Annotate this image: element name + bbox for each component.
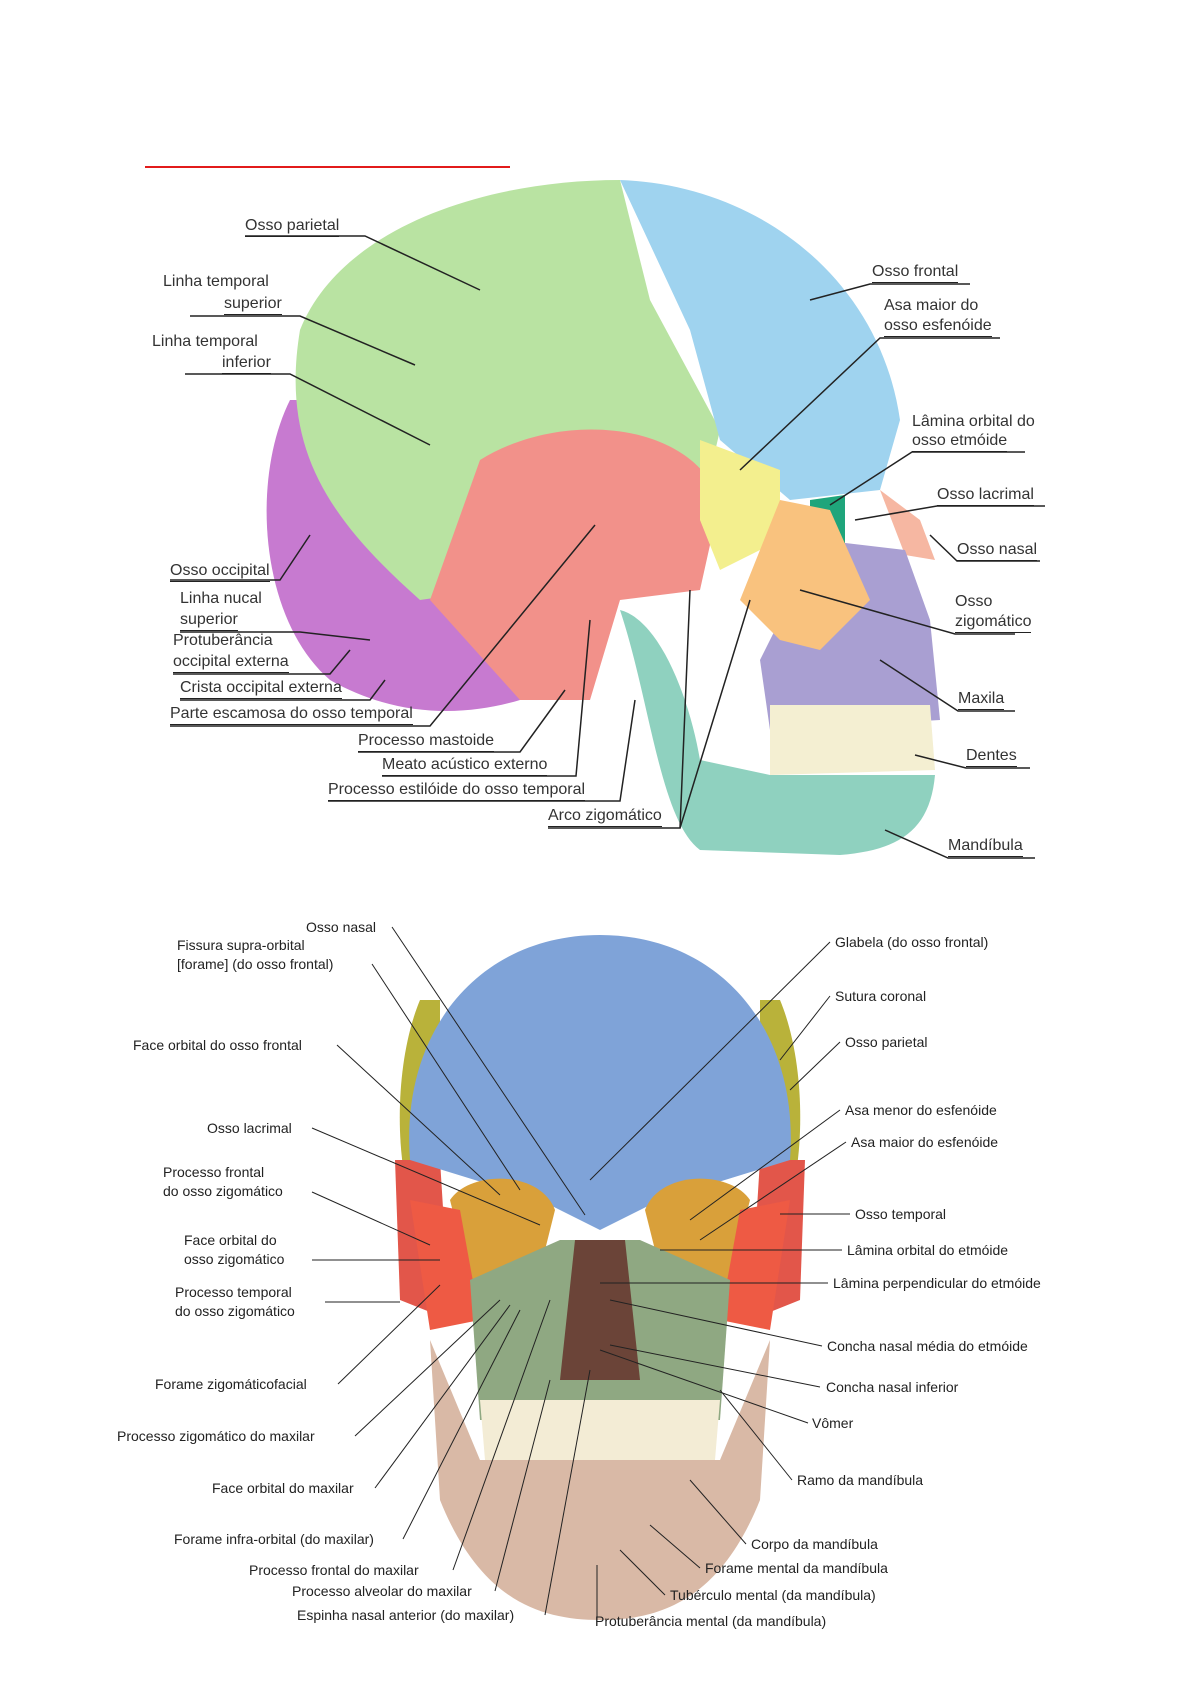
label-f-proc-zig-maxilar: Processo zigomático do maxilar: [117, 1428, 315, 1444]
label-f-face-orbital-maxilar: Face orbital do maxilar: [212, 1480, 354, 1496]
label-f-osso-temporal: Osso temporal: [855, 1206, 947, 1222]
label-f-proc-frontal-zig-1: Processo frontal: [163, 1164, 265, 1180]
label-mandibula: Mandíbula: [948, 836, 1023, 857]
label-processo-mastoide: Processo mastoide: [358, 731, 495, 752]
label-f-tuberculo-mental: Tubérculo mental (da mandíbula): [670, 1587, 876, 1603]
label-maxila: Maxila: [958, 689, 1005, 710]
lateral-skull-drawing: [266, 180, 940, 855]
label-linha-temporal-superior-1: Linha temporal: [163, 273, 269, 290]
label-f-proc-temporal-2: do osso zigomático: [175, 1303, 295, 1319]
label-f-fissura-2: [forame] (do osso frontal): [177, 956, 334, 972]
label-crista-occipital: Crista occipital externa: [180, 678, 342, 699]
label-f-lamina-orbital: Lâmina orbital do etmóide: [847, 1242, 1009, 1258]
label-f-ramo-mandibula: Ramo da mandíbula: [797, 1472, 924, 1488]
zygomatic-front-right: [720, 1200, 790, 1330]
label-f-osso-lacrimal: Osso lacrimal: [207, 1120, 292, 1136]
label-lamina-orbital-2: osso etmóide: [912, 431, 1008, 452]
label-f-sutura-coronal: Sutura coronal: [835, 988, 927, 1004]
label-f-osso-nasal: Osso nasal: [306, 919, 377, 935]
label-linha-nucal-2: superior: [180, 610, 238, 631]
label-asa-maior-1: Asa maior do: [884, 297, 979, 314]
label-f-glabela: Glabela (do osso frontal): [835, 934, 989, 950]
label-f-proc-frontal-zig-2: do osso zigomático: [163, 1183, 283, 1199]
label-protuberancia-2: occipital externa: [173, 652, 289, 673]
label-f-asa-menor: Asa menor do esfenóide: [845, 1102, 997, 1118]
label-f-proc-temporal-1: Processo temporal: [175, 1284, 292, 1300]
label-f-lamina-perpendicular: Lâmina perpendicular do etmóide: [833, 1275, 1041, 1291]
label-f-osso-parietal: Osso parietal: [845, 1034, 928, 1050]
label-f-fissura-1: Fissura supra-orbital: [177, 937, 305, 953]
label-f-proc-alveolar: Processo alveolar do maxilar: [292, 1583, 472, 1599]
frontal-bone: [620, 180, 900, 500]
label-osso-occipital: Osso occipital: [170, 561, 270, 582]
mandible-front: [430, 1340, 770, 1620]
label-linha-temporal-superior-2: superior: [224, 294, 282, 315]
nasal-bone: [880, 490, 935, 560]
label-meato: Meato acústico externo: [382, 755, 548, 776]
mandible-bone: [620, 610, 935, 855]
zygomatic-bone: [740, 500, 870, 650]
temporal-bone: [430, 429, 720, 700]
label-f-asa-maior: Asa maior do esfenóide: [851, 1134, 999, 1150]
label-arco-zigomatico: Arco zigomático: [548, 806, 662, 827]
label-lamina-orbital-1: Lâmina orbital do: [912, 413, 1035, 430]
label-f-face-orbital-frontal: Face orbital do osso frontal: [133, 1037, 302, 1053]
label-f-espinha-nasal: Espinha nasal anterior (do maxilar): [297, 1607, 515, 1623]
label-dentes: Dentes: [966, 746, 1017, 767]
label-f-corpo-mandibula: Corpo da mandíbula: [751, 1536, 878, 1552]
sphenoid-bone: [700, 440, 780, 570]
nasal-cavity: [560, 1240, 640, 1380]
lateral-leader-lines: [170, 235, 1045, 859]
label-linha-nucal-1: Linha nucal: [180, 590, 262, 607]
label-parte-escamosa: Parte escamosa do osso temporal: [170, 704, 413, 725]
label-osso-zigomatico-1: Osso: [955, 593, 993, 610]
label-f-forame-mental: Forame mental da mandíbula: [705, 1560, 888, 1576]
label-f-face-orbital-zig-1: Face orbital do: [184, 1232, 277, 1248]
label-f-face-orbital-zig-2: osso zigomático: [184, 1251, 285, 1267]
label-asa-maior-2: osso esfenóide: [884, 316, 992, 337]
label-protuberancia-1: Protuberância: [173, 632, 273, 649]
label-f-protuberancia-mental: Protuberância mental (da mandíbula): [595, 1613, 827, 1629]
frontal-skull-drawing: [395, 935, 805, 1620]
label-f-concha-inferior: Concha nasal inferior: [826, 1379, 959, 1395]
red-heading-line: [145, 166, 510, 168]
label-f-forame-infra-orbital: Forame infra-orbital (do maxilar): [174, 1531, 374, 1547]
teeth-front: [480, 1400, 720, 1460]
label-linha-temporal-inferior-1: Linha temporal: [152, 333, 258, 350]
label-osso-nasal: Osso nasal: [957, 540, 1038, 561]
label-osso-lacrimal: Osso lacrimal: [937, 485, 1034, 506]
label-f-concha-media: Concha nasal média do etmóide: [827, 1338, 1028, 1354]
label-estiloide: Processo estilóide do osso temporal: [328, 780, 586, 801]
label-linha-temporal-inferior-2: inferior: [222, 353, 271, 374]
teeth: [770, 705, 935, 775]
frontal-bone-front: [409, 935, 791, 1230]
label-f-proc-frontal-maxilar: Processo frontal do maxilar: [249, 1562, 419, 1578]
label-osso-parietal: Osso parietal: [245, 216, 340, 237]
frontal-leader-lines: [311, 926, 850, 1620]
label-f-vomer: Vômer: [812, 1415, 854, 1431]
label-osso-frontal: Osso frontal: [872, 262, 959, 283]
label-f-forame-zigomaticofacial: Forame zigomáticofacial: [155, 1376, 307, 1392]
label-osso-zigomatico-2: zigomático: [955, 612, 1032, 633]
